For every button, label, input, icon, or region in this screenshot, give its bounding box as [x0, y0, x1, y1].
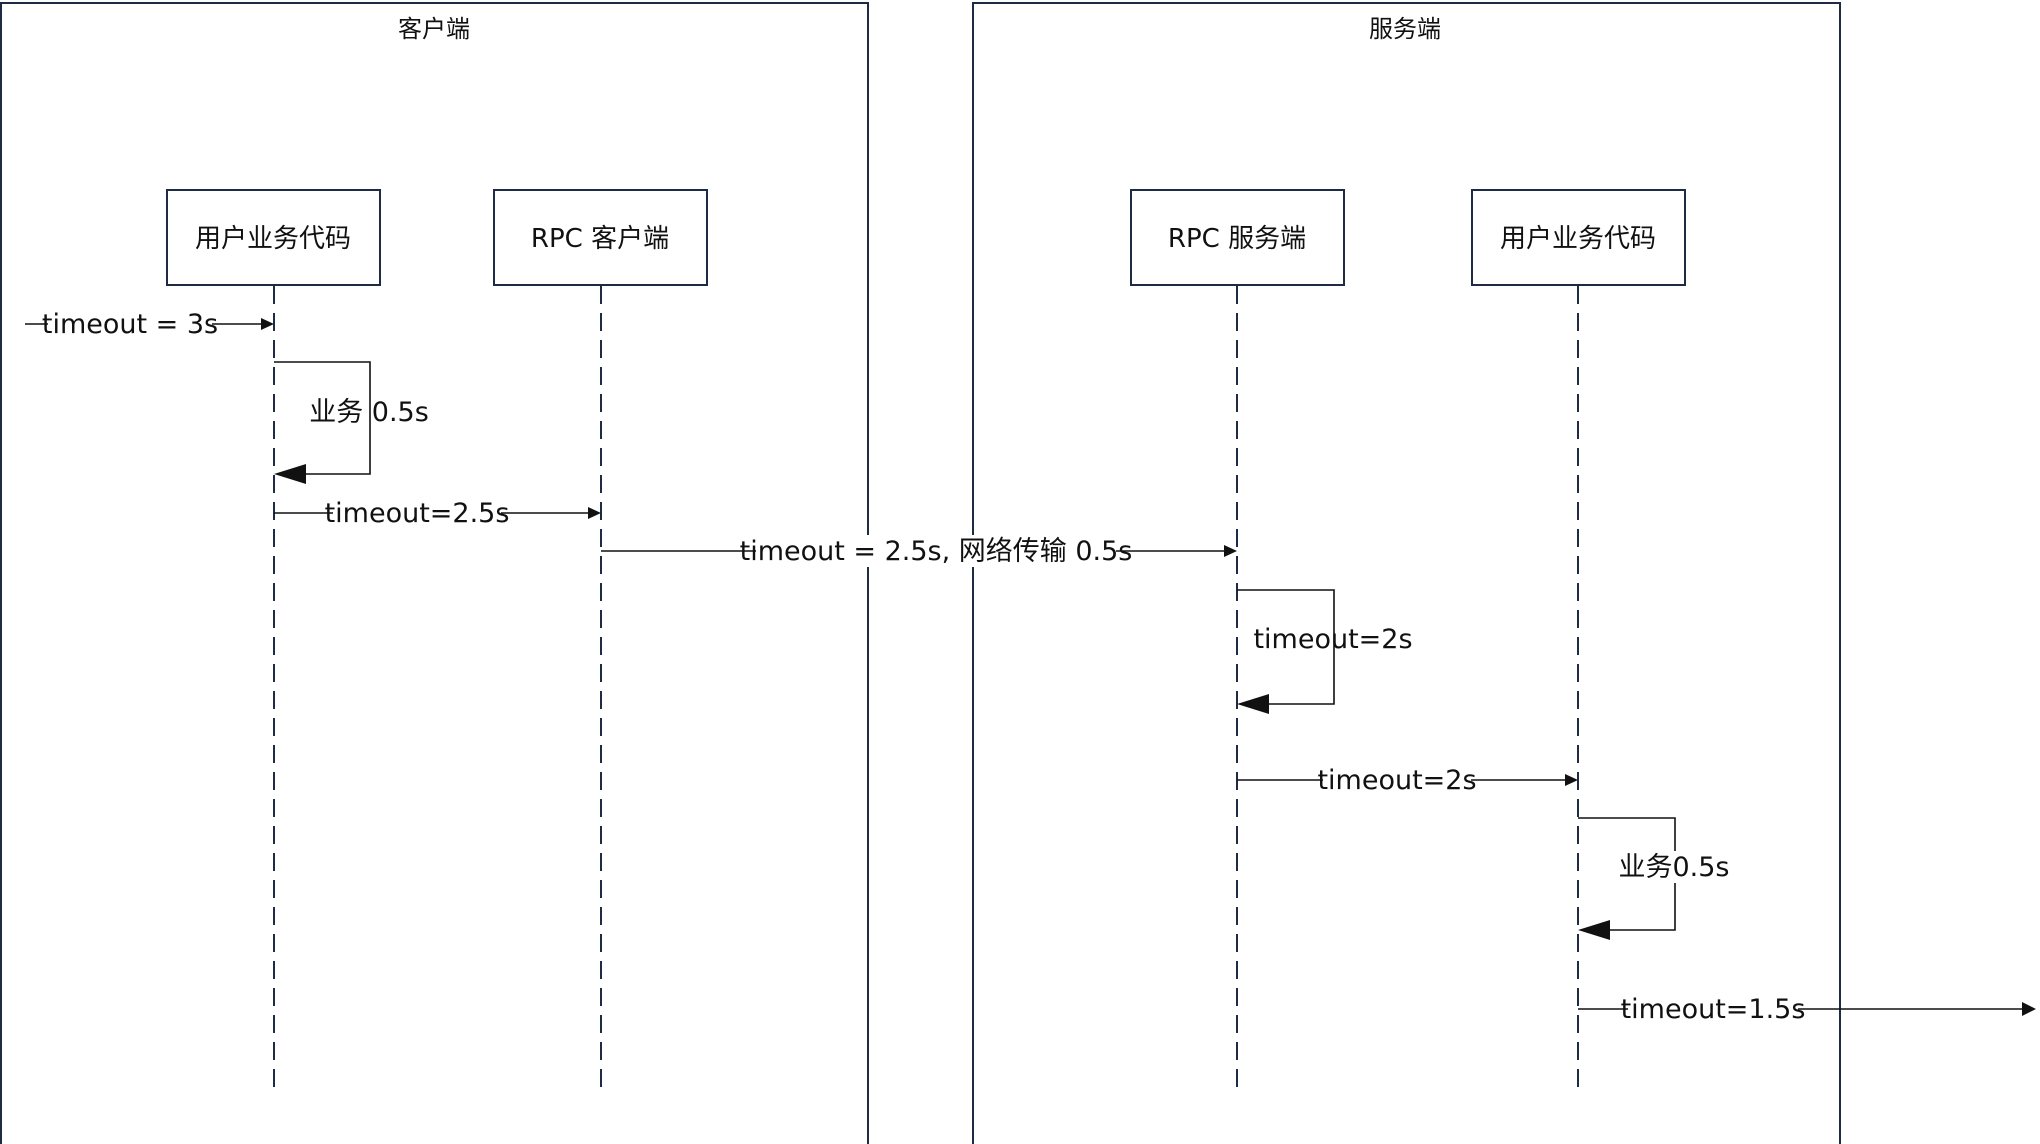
self-message-server-rpc-label: timeout=2s	[1253, 624, 1412, 655]
client-frame	[0, 2, 869, 1144]
message-rpc-to-user: timeout=2s	[1237, 764, 1578, 796]
actor-server-rpc-label: RPC 服务端	[1168, 224, 1306, 254]
actor-server-user-label: 用户业务代码	[1500, 224, 1656, 254]
server-frame-title: 服务端	[1369, 15, 1441, 43]
message-network-label: timeout = 2.5s, 网络传输 0.5s	[740, 536, 1133, 567]
self-message-client-business-label: 业务 0.5s	[309, 397, 429, 428]
message-rpc-to-user-label: timeout=2s	[1317, 765, 1476, 796]
message-user-to-rpc-label: timeout=2.5s	[325, 498, 510, 529]
server-frame	[972, 2, 1841, 1144]
self-message-server-business-label: 业务0.5s	[1618, 852, 1729, 883]
message-incoming: timeout = 3s	[25, 308, 274, 340]
message-user-to-rpc: timeout=2.5s	[274, 497, 601, 529]
message-incoming-label: timeout = 3s	[42, 309, 218, 340]
actor-server-rpc	[1130, 189, 1345, 286]
actor-client-user	[166, 189, 381, 286]
self-message-server-rpc: timeout=2s	[1237, 589, 1413, 714]
actor-client-rpc	[493, 189, 708, 286]
actor-client-user-label: 用户业务代码	[195, 224, 351, 254]
self-message-server-business: 业务0.5s	[1578, 817, 1730, 940]
actor-client-rpc-label: RPC 客户端	[531, 224, 669, 254]
message-outgoing: timeout=1.5s	[1578, 993, 2036, 1025]
message-outgoing-label: timeout=1.5s	[1621, 994, 1806, 1025]
client-frame-title: 客户端	[398, 15, 470, 43]
message-network: timeout = 2.5s, 网络传输 0.5s	[601, 535, 1237, 567]
actor-server-user	[1471, 189, 1686, 286]
self-message-client-business: 业务 0.5s	[274, 361, 429, 484]
